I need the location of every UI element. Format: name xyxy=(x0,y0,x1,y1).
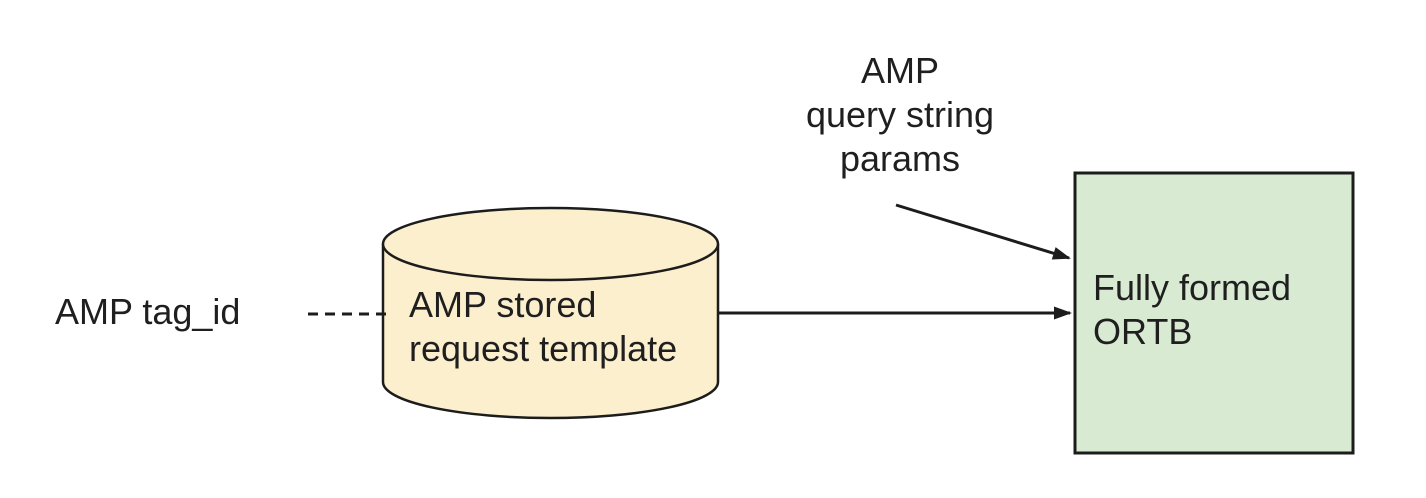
cylinder-body xyxy=(381,244,720,420)
params-to-ortb-arrow xyxy=(895,203,1071,260)
cylinder-top xyxy=(381,206,720,282)
fully-formed-ortb-label: Fully formed ORTB xyxy=(1093,267,1292,352)
stored-request-template-label: AMP stored request template xyxy=(409,284,678,369)
stored-request-cylinder xyxy=(381,206,720,420)
ortb-box xyxy=(1073,171,1355,455)
amp-tag-id-label: AMP tag_id xyxy=(55,291,241,332)
amp-query-string-params-label: AMP query string params xyxy=(805,50,995,179)
